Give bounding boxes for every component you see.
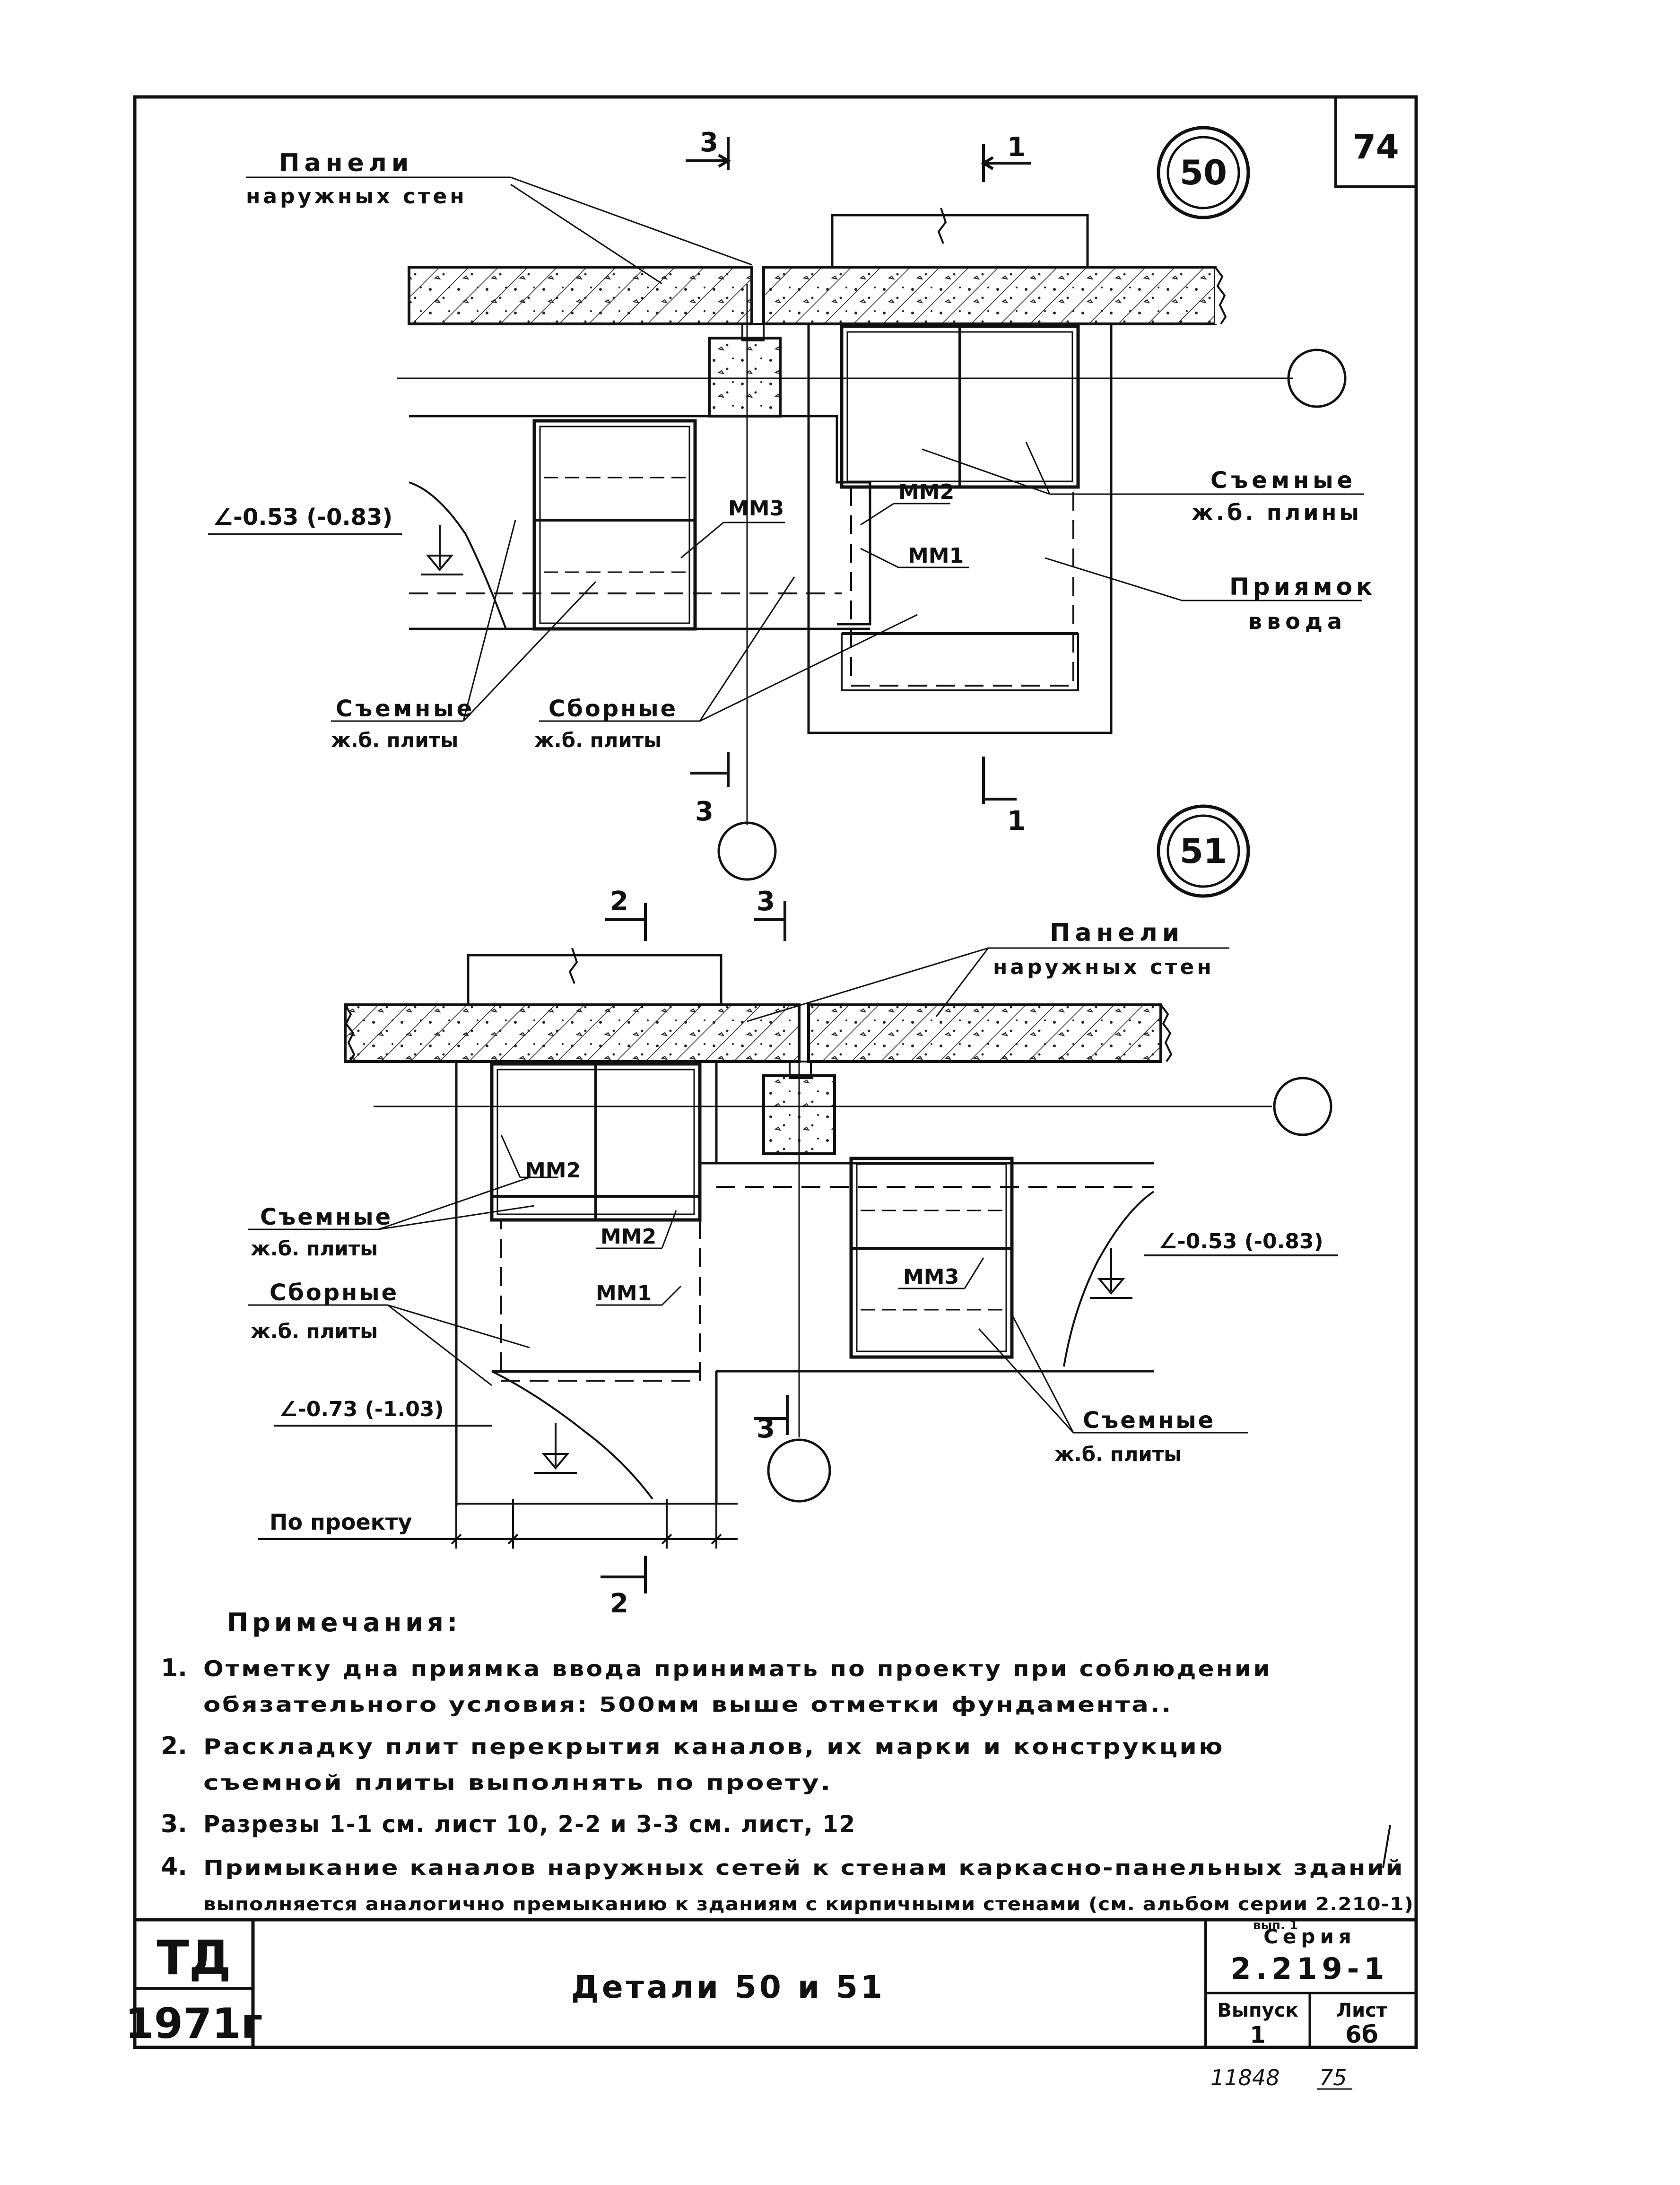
detail-51-number: 51 bbox=[1180, 831, 1227, 871]
removable-slabs-right-50-2: ж.б. плины bbox=[1192, 500, 1362, 525]
leaders-50 bbox=[331, 176, 1364, 722]
pit-label-50-2: ввода bbox=[1248, 609, 1347, 634]
panels-label-51-1: Панели bbox=[1050, 919, 1184, 947]
pit-label-50-1: Приямок bbox=[1229, 573, 1376, 601]
mm2-label-50: ММ2 bbox=[898, 480, 954, 504]
removable-left-51-1: Съемные bbox=[260, 1204, 392, 1230]
footer-number: 11848 bbox=[1210, 2065, 1280, 2090]
wall-panels-51 bbox=[344, 1003, 1173, 1063]
removable-left-50-1: Съемные bbox=[336, 696, 475, 722]
detail-51: 51 bbox=[248, 804, 1338, 1619]
note-2-line1: Раскладку плит перекрытия каналов, их ма… bbox=[203, 1734, 1225, 1759]
note-2-num: 2. bbox=[161, 1732, 187, 1760]
cut-3-top-label-51: 3 bbox=[757, 886, 775, 917]
note-4-line2: выполняется аналогично премыканию к здан… bbox=[203, 1894, 1414, 1915]
footer-page: 75 bbox=[1319, 2065, 1347, 2090]
mm3-label-50: ММ3 bbox=[728, 496, 784, 521]
note-4-num: 4. bbox=[161, 1853, 187, 1881]
cut-3-bottom-label-51: 3 bbox=[757, 1413, 775, 1444]
note-1-num: 1. bbox=[161, 1654, 187, 1682]
note-3-num: 3. bbox=[161, 1810, 187, 1838]
cut-marker-2-top-51 bbox=[605, 903, 647, 941]
sheet-frame bbox=[133, 95, 1418, 2049]
assembled-50-2: ж.б. плиты bbox=[534, 729, 662, 752]
panels-label-51-2: наружных стен bbox=[993, 955, 1214, 979]
series-label: Серия bbox=[1263, 1925, 1356, 1948]
cut-marker-2-bottom-51 bbox=[601, 1556, 647, 1593]
cut-marker-3-bottom-51 bbox=[754, 1395, 789, 1435]
sheet-value: 6б bbox=[1345, 2021, 1378, 2048]
removable-right-51-1: Съемные bbox=[1083, 1407, 1215, 1434]
assembled-51-2: ж.б. плиты bbox=[251, 1320, 378, 1343]
title-block bbox=[135, 1918, 1416, 2047]
cut-1-top-label-50: 1 bbox=[1007, 132, 1026, 163]
drawing-title: Детали 50 и 51 bbox=[571, 1969, 885, 2005]
notes-title: Примечания: bbox=[227, 1608, 461, 1637]
cut-marker-3-bottom-50 bbox=[690, 752, 730, 787]
note-3-line1: Разрезы 1-1 см. лист 10, 2-2 и 3-3 см. л… bbox=[203, 1811, 856, 1838]
cut-1-bottom-label-50: 1 bbox=[1007, 806, 1026, 836]
notes-block: Примечания: 1. Отметку дна приямка ввода… bbox=[161, 1608, 1414, 1933]
by-project-label: По проекту bbox=[270, 1509, 412, 1535]
mm2-label-51: ММ2 bbox=[601, 1225, 656, 1249]
removable-right-51-2: ж.б. плиты bbox=[1054, 1443, 1182, 1466]
note-1-line2: обязательного условия: 500мм выше отметк… bbox=[203, 1693, 1173, 1717]
mm1-label-50: ММ1 bbox=[908, 544, 964, 568]
removable-slabs-right-50-1: Съемные bbox=[1210, 467, 1356, 494]
series-value: 2.219-1 bbox=[1231, 1951, 1389, 1986]
cut-3-bottom-label-50: 3 bbox=[695, 796, 714, 827]
title-org: ТД bbox=[157, 1930, 231, 1985]
mm3-label-51: ММ3 bbox=[903, 1265, 959, 1289]
note-2-line2: съемной плиты выполнять по проету. bbox=[203, 1771, 832, 1795]
detail-50-number: 50 bbox=[1180, 153, 1227, 192]
elevation-markers-51 bbox=[274, 1248, 1338, 1474]
panels-label-50-1: Панели bbox=[279, 149, 413, 177]
cut-marker-1-bottom-50 bbox=[982, 757, 1017, 804]
elevation-marker-50 bbox=[208, 525, 463, 575]
issue-value: 1 bbox=[1250, 2022, 1265, 2048]
wall-panels-50 bbox=[408, 266, 1227, 325]
note-1-line1: Отметку дна приямка ввода принимать по п… bbox=[203, 1656, 1272, 1681]
title-year: 1971г bbox=[125, 1999, 263, 2048]
note-4-line1: Примыкание каналов наружных сетей к стен… bbox=[203, 1856, 1404, 1880]
cut-3-top-label-50: 3 bbox=[700, 127, 718, 158]
elevation-right-51: ∠-0.53 (-0.83) bbox=[1158, 1229, 1323, 1254]
elevation-left-51: ∠-0.73 (-1.03) bbox=[279, 1397, 444, 1421]
leaders-51 bbox=[248, 947, 1248, 1434]
mm1-label-51: ММ1 bbox=[596, 1281, 652, 1306]
dimension-line-51 bbox=[258, 1499, 738, 1549]
panels-label-50-2: наружных стен bbox=[246, 184, 467, 209]
assembled-51-1: Сборные bbox=[270, 1280, 399, 1306]
cut-marker-1-top-50 bbox=[981, 144, 1031, 182]
cut-2-bottom-label-51: 2 bbox=[610, 1588, 628, 1619]
cut-2-top-label-51: 2 bbox=[610, 886, 628, 917]
issue-label: Выпуск bbox=[1217, 2000, 1298, 2021]
removable-left-50-2: ж.б. плиты bbox=[331, 729, 458, 752]
cut-marker-3-top-50 bbox=[686, 137, 731, 170]
sheet-corner-number: 74 bbox=[1353, 128, 1399, 166]
detail-50: 50 bbox=[208, 126, 1376, 881]
assembled-50-1: Сборные bbox=[548, 696, 678, 722]
sheet-label: Лист bbox=[1336, 2000, 1388, 2021]
elevation-label-50: ∠-0.53 (-0.83) bbox=[213, 504, 392, 531]
removable-left-51-2: ж.б. плиты bbox=[251, 1237, 378, 1260]
cut-marker-3-top-51 bbox=[754, 901, 786, 941]
mm2-top-label-51: ММ2 bbox=[525, 1158, 581, 1183]
